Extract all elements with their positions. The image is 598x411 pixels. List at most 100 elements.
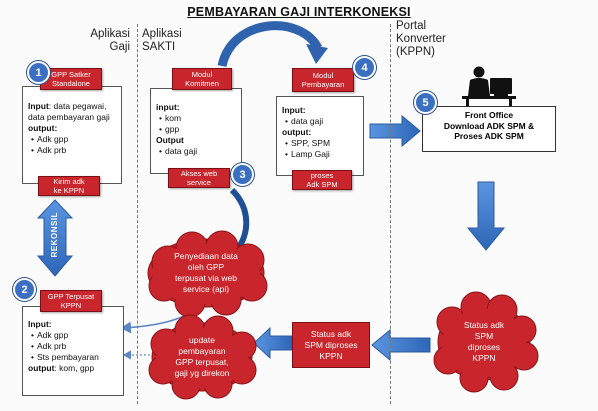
column-label-line: (KPPN) <box>396 46 435 58</box>
user-at-computer-icon <box>462 66 516 107</box>
front-office-line: Front Office <box>464 110 514 120</box>
input-list: data gaji <box>282 116 358 127</box>
input-label: Input <box>282 105 303 115</box>
column-label-line: Aplikasi <box>90 28 130 40</box>
column-label-portal: Portal Konverter (KPPN) <box>396 20 446 59</box>
cloud-line: service (api) <box>182 284 230 294</box>
header-line: KPPN <box>60 301 82 310</box>
list-item: gpp <box>165 124 236 135</box>
header-line: Modul <box>312 71 334 80</box>
status-line: KPPN <box>319 350 343 361</box>
gpp-terpusat-box: Input: Adk gpp Adk prb Sts pembayaran ou… <box>22 306 124 396</box>
tag-line: service <box>187 178 211 187</box>
output-list: data gaji <box>156 146 236 157</box>
list-item: Sts pembayaran <box>37 352 118 363</box>
step-badge-1: 1 <box>27 61 50 84</box>
input-label: Input <box>28 101 49 111</box>
output-suffix: : <box>54 123 58 133</box>
cloud-line: update <box>189 335 215 345</box>
tag-line: Adk SPM <box>306 180 338 189</box>
output-label: Output <box>156 135 184 145</box>
connector-web-service <box>229 187 250 250</box>
cloud-line: pembayaran <box>178 346 226 356</box>
input-list: kom gpp <box>156 113 236 135</box>
cloud-line: Penyediaan data <box>174 251 238 261</box>
rekonsil-label: REKONSIL <box>50 212 59 258</box>
header-line: GPP Terpusat <box>47 292 95 301</box>
list-item: Adk gpp <box>37 134 116 145</box>
tag-line: ke KPPN <box>53 186 85 195</box>
gpp-satker-box: Input: data pegawai, data pembayaran gaj… <box>22 86 122 184</box>
header-line: GPP Satker <box>51 70 91 79</box>
output-list: Adk gpp Adk prb <box>28 134 116 156</box>
front-office-line: Download ADK SPM & <box>443 120 535 131</box>
cloud-line: gaji yg direkon <box>174 368 230 378</box>
list-item: SPP, SPM <box>291 138 358 149</box>
input-label: input <box>156 102 177 112</box>
cloud-line: terpusat via web <box>175 273 237 283</box>
output-suffix: : <box>308 127 312 137</box>
output-text: : kom, gpp <box>54 363 95 373</box>
list-item: Adk prb <box>37 145 116 156</box>
step-badge-5: 5 <box>414 91 437 114</box>
list-item: kom <box>165 113 236 124</box>
list-item: Adk gpp <box>37 330 118 341</box>
cloud-line: SPM <box>474 331 494 341</box>
arrow-cloud-to-status <box>371 328 431 362</box>
header-line: Modul <box>191 70 213 79</box>
front-office-box: Front Office Download ADK SPM & Proses A… <box>422 106 556 152</box>
tag-line: Kirim adk <box>53 177 85 186</box>
front-office-line: Proses ADK SPM <box>454 131 524 141</box>
input-suffix: : <box>48 319 52 329</box>
column-label-line: Konverter <box>396 33 446 45</box>
cloud-line: oleh GPP <box>187 262 225 272</box>
header-line: Komitmen <box>185 79 219 88</box>
column-divider-left <box>137 24 138 404</box>
arrow-status-to-update <box>253 326 293 360</box>
input-suffix: : <box>176 102 180 112</box>
arrow-down-from-front-office <box>466 181 506 251</box>
cloud-update-text: update pembayaran GPP terpusat, gaji yg … <box>154 335 250 379</box>
modul-pembayaran-box: Input: data gaji output: SPP, SPM Lamp G… <box>276 96 364 176</box>
header-line: Standalone <box>52 79 90 88</box>
output-label: output <box>28 363 55 373</box>
output-label: output <box>282 127 309 137</box>
cloud-line: KPPN <box>472 353 496 363</box>
cloud-line: Status adk <box>463 320 505 330</box>
tag-line: Akses web <box>180 169 218 178</box>
column-label-line: SAKTI <box>142 41 176 53</box>
column-label-gaji: Aplikasi Gaji <box>86 28 130 54</box>
modul-komitmen-box: input: kom gpp Output data gaji <box>150 88 242 174</box>
curved-arrow-komitmen-to-pembayaran <box>217 21 322 68</box>
page-title: PEMBAYARAN GAJI INTERKONEKSI <box>187 5 411 19</box>
output-label: output <box>28 123 55 133</box>
output-list: SPP, SPM Lamp Gaji <box>282 138 358 160</box>
cloud-status-kppn-text: Status adk SPM diproses KPPN <box>442 320 526 364</box>
cloud-line: diproses <box>467 342 501 352</box>
step-badge-4: 4 <box>353 56 376 79</box>
rekonsil-double-arrow <box>36 199 74 277</box>
step-badge-2: 2 <box>13 278 36 301</box>
status-adk-spm-box: Status adk SPM diproses KPPN <box>292 322 370 368</box>
status-line: SPM diproses <box>304 339 358 350</box>
input-label: Input <box>28 319 49 329</box>
column-label-line: Portal <box>396 20 427 32</box>
cloud-penyediaan-text: Penyediaan data oleh GPP terpusat via we… <box>150 251 262 295</box>
header-line: Pembayaran <box>301 80 345 89</box>
step-badge-3: 3 <box>231 163 254 186</box>
column-divider-right <box>390 24 391 404</box>
list-item: data gaji <box>165 146 236 157</box>
arrow-to-front-office <box>369 114 421 148</box>
tag-line: proses <box>310 171 334 180</box>
cloud-line: GPP terpusat, <box>175 357 229 367</box>
column-label-line: Gaji <box>109 41 130 53</box>
list-item: data gaji <box>291 116 358 127</box>
list-item: Adk prb <box>37 341 118 352</box>
